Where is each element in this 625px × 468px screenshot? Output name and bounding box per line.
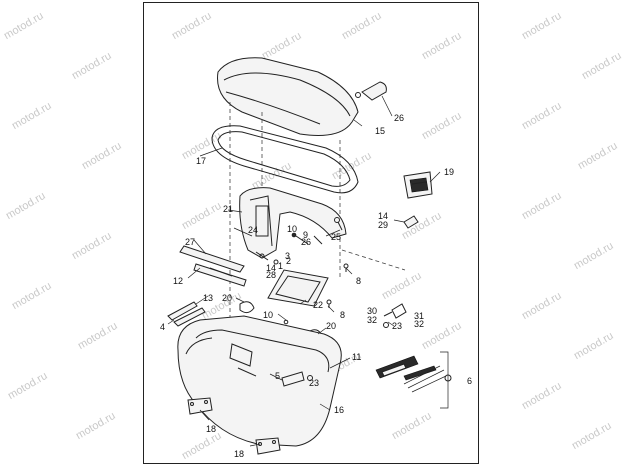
mounting-feet	[187, 397, 281, 455]
callout-14: 14	[266, 263, 277, 273]
callout-1: 1	[278, 261, 284, 271]
callout-27: 27	[185, 237, 196, 247]
small-fasteners	[255, 251, 289, 325]
callout-8: 8	[356, 276, 362, 286]
callout-26: 26	[394, 113, 405, 123]
callout-28: 28	[266, 270, 277, 280]
callout-19: 19	[444, 167, 455, 177]
callout-12: 12	[173, 276, 184, 286]
callout-32: 32	[367, 315, 378, 325]
callout-6: 6	[467, 376, 473, 386]
callout-26: 26	[301, 237, 312, 247]
callout-16: 16	[334, 405, 345, 415]
frame-fastener	[334, 217, 343, 231]
callout-31: 31	[414, 311, 425, 321]
callout-10: 10	[263, 310, 274, 320]
callout-20: 20	[222, 293, 233, 303]
callout-3: 3	[285, 251, 291, 261]
callout-18: 18	[234, 449, 245, 459]
callout-20: 20	[326, 321, 337, 331]
callout-5: 5	[275, 371, 281, 381]
callout-9: 9	[303, 230, 309, 240]
callout-30: 30	[367, 306, 378, 316]
callout-32: 32	[414, 319, 425, 329]
diagram-frame	[143, 2, 479, 464]
reflector-tag	[403, 215, 419, 229]
saddlebag-lid	[217, 57, 359, 136]
callout-11: 11	[352, 352, 362, 362]
callout-21: 21	[223, 204, 234, 214]
hinge-bolts	[291, 232, 323, 245]
callout-17: 17	[196, 156, 207, 166]
latch-hardware	[281, 371, 313, 387]
callout-bracket	[440, 351, 449, 409]
callout-24: 24	[248, 225, 259, 235]
screws	[326, 263, 349, 308]
callout-15: 15	[375, 126, 386, 136]
callout-23: 23	[309, 378, 320, 388]
lock-key-set	[375, 355, 452, 393]
callout-23: 23	[392, 321, 403, 331]
leader-lines	[167, 95, 441, 447]
callout-14: 14	[378, 211, 389, 221]
lock-clamp	[383, 303, 407, 328]
callout-13: 13	[203, 293, 214, 303]
mounting-plate	[267, 269, 329, 307]
lid-gasket	[211, 125, 359, 194]
callout-10: 10	[287, 224, 298, 234]
emblem-badge	[403, 171, 433, 199]
callout-22: 22	[313, 300, 324, 310]
lid-latch-handle	[355, 81, 387, 101]
callout-25: 25	[331, 232, 342, 242]
callout-4: 4	[160, 322, 166, 332]
callout-8: 8	[340, 310, 346, 320]
hinge-frame	[239, 187, 347, 259]
callout-29: 29	[378, 220, 389, 230]
support-rods	[167, 301, 206, 327]
latch-strips	[179, 245, 247, 287]
callout-2: 2	[286, 256, 292, 266]
callout-18: 18	[206, 424, 217, 434]
